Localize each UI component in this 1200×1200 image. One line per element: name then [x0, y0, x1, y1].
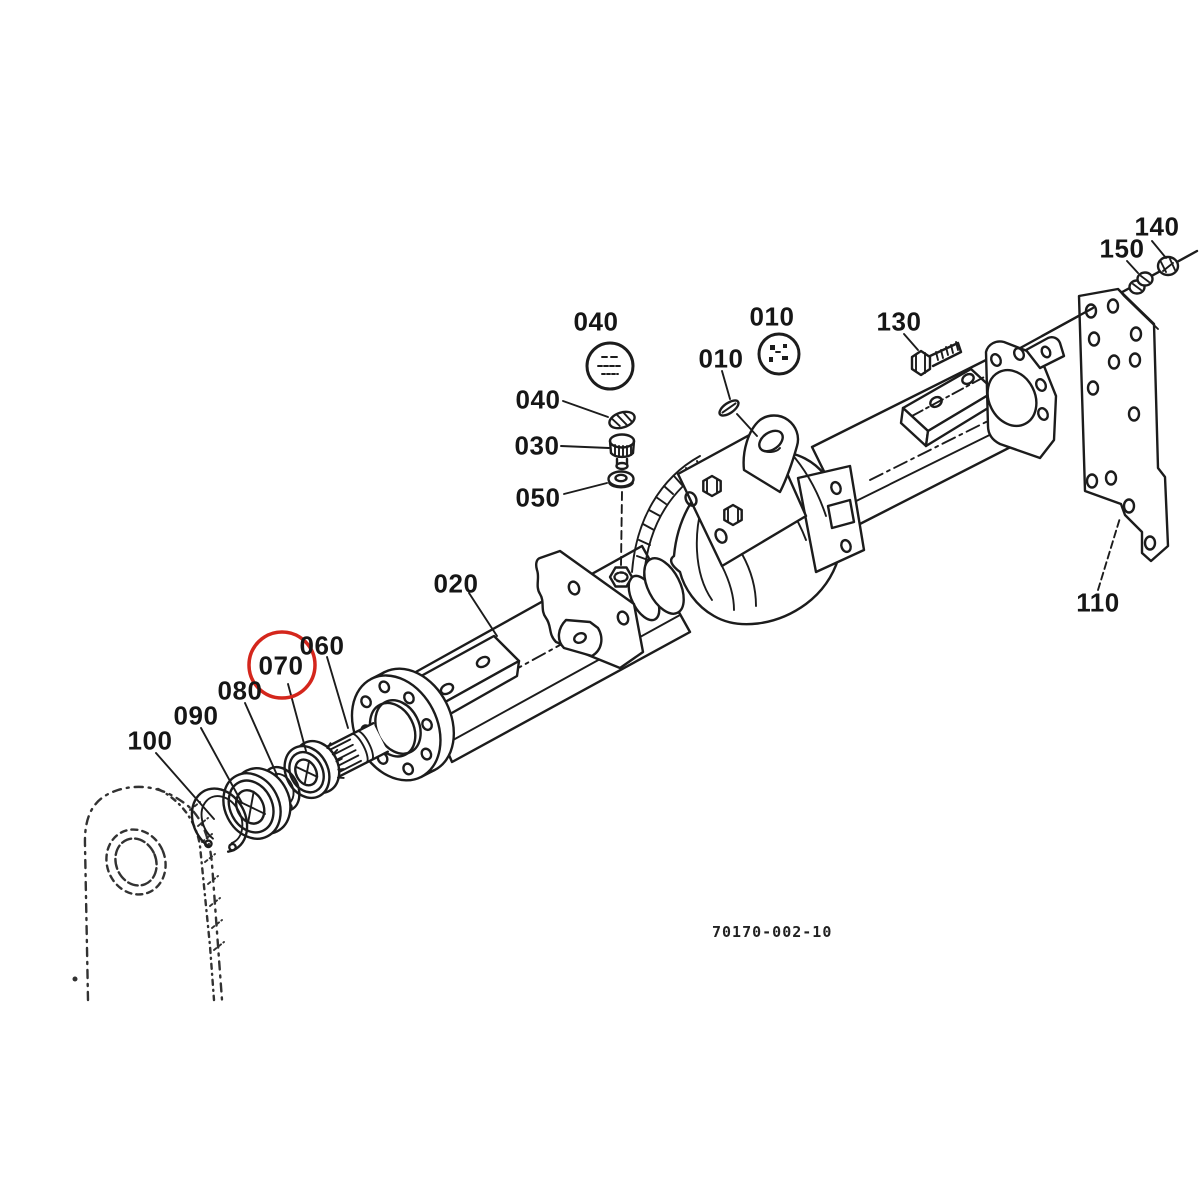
breather-plug-030	[608, 433, 636, 471]
detail-circle-040	[585, 341, 635, 391]
top-arm	[742, 414, 800, 494]
drawing-number: 70170-002-10	[712, 923, 833, 941]
hex-bolt-lower	[723, 503, 743, 527]
callout-040: 040	[515, 384, 561, 415]
callout-110: 110	[1076, 587, 1120, 618]
stray-mark	[72, 976, 78, 982]
callout-050: 050	[515, 482, 561, 513]
callout-020: 020	[433, 568, 479, 599]
leader-lines	[155, 240, 1167, 820]
cap-040-part	[608, 410, 636, 430]
callout-010: 010	[698, 343, 744, 374]
bearing-070	[283, 739, 345, 800]
highlight-circle-070	[247, 630, 317, 700]
hex-bolt-upper	[702, 474, 722, 498]
callout-060: 060	[299, 630, 345, 661]
support-plate-left	[535, 549, 645, 670]
callout-090: 090	[173, 700, 219, 731]
detail-circle-010	[757, 332, 801, 376]
callout-130: 130	[876, 306, 922, 337]
bolt-130	[910, 341, 963, 377]
callout-100: 100	[127, 725, 173, 756]
support-plate-110	[1040, 287, 1170, 563]
callout-010-top: 010	[749, 301, 795, 332]
bearing-090	[222, 767, 292, 840]
callout-040-top: 040	[573, 306, 619, 337]
callout-150: 150	[1099, 233, 1145, 264]
callout-140: 140	[1134, 211, 1180, 242]
washer-050	[607, 470, 635, 489]
phantom-case	[72, 785, 225, 1002]
snap-ring-100	[190, 787, 249, 853]
filler-boss	[608, 491, 634, 588]
callout-030: 030	[514, 430, 560, 461]
callout-070-highlighted: 070	[258, 650, 304, 681]
u-clip	[557, 618, 603, 658]
shim-010-part	[718, 399, 758, 437]
nut-150	[1128, 271, 1154, 295]
rear-bracket	[775, 451, 866, 574]
callout-080: 080	[217, 675, 263, 706]
nut-140	[1156, 255, 1180, 277]
flange-plate-right	[984, 336, 1066, 460]
